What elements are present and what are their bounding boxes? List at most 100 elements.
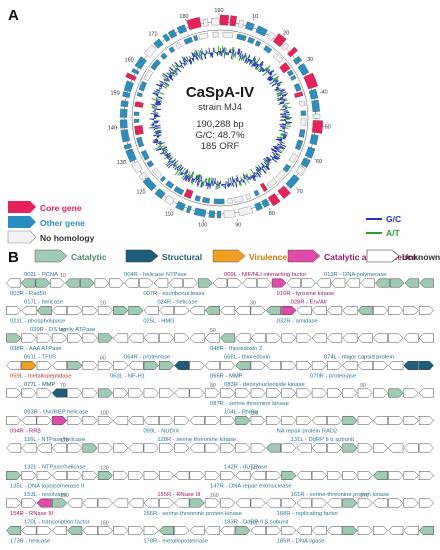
gene-arrow <box>311 306 327 315</box>
gene-label: 093R - Uvr/REP helicase <box>24 410 88 416</box>
gene-arrow <box>373 526 389 535</box>
gene-arrow <box>373 443 389 453</box>
tick-label: 50 <box>325 125 331 131</box>
gene-arrow <box>311 498 327 508</box>
tick-label: 150 <box>111 90 120 96</box>
gene-block <box>295 165 307 176</box>
gene-label: 154R - RNase III <box>10 511 54 517</box>
gene-label: 024R - helicase <box>157 300 197 306</box>
gene-arrow <box>372 333 388 343</box>
gene-arrow <box>51 443 67 453</box>
gene-label: 039R - DS family ATPase <box>30 327 95 333</box>
gene-arrow <box>403 333 419 343</box>
position-number: 90 <box>360 383 366 389</box>
gene-arrow <box>250 333 266 343</box>
gene-arrow <box>311 471 327 480</box>
gene-arrow <box>330 278 346 288</box>
gene-arrow <box>418 526 434 535</box>
gene-arrow <box>296 443 312 453</box>
gene-arrow <box>388 333 404 343</box>
gene-block <box>120 129 130 143</box>
gene-arrow <box>342 361 358 370</box>
tick-label: 130 <box>117 160 126 166</box>
gene-arrow <box>311 361 327 370</box>
gene-arrow <box>296 388 312 398</box>
gene-arrow <box>327 388 343 398</box>
gene-block <box>175 201 186 212</box>
gene-block <box>223 209 236 219</box>
gene-label: 004R - helicase NTPase <box>124 272 187 278</box>
gene-arrow <box>128 388 144 398</box>
gene-arrow <box>257 278 272 288</box>
gene-arrow <box>113 526 129 535</box>
gene-arrow <box>372 471 388 480</box>
gene-arrow <box>220 471 236 480</box>
gene-arrow <box>204 498 220 508</box>
gene-arrow <box>198 278 213 288</box>
tick-label: 60 <box>316 159 322 165</box>
gene-arrow <box>143 361 159 370</box>
gene-block <box>286 69 294 77</box>
gene-arrow <box>242 278 257 288</box>
gene-arrow <box>250 443 266 453</box>
gene-arrow <box>97 498 113 508</box>
position-number: 160 <box>210 493 219 499</box>
gene-arrow <box>220 443 236 453</box>
gene-arrow <box>220 416 236 425</box>
gc-at-legend: G/C A/T <box>366 214 401 238</box>
gene-arrow <box>143 498 159 508</box>
svg-text:Core gene: Core gene <box>40 203 82 213</box>
gene-arrow <box>113 416 129 425</box>
gene-arrow <box>128 443 144 453</box>
gene-arrow <box>266 416 282 425</box>
gene-arrow <box>296 471 312 480</box>
gene-label: 028R - Erv/Alr <box>291 300 327 306</box>
gene-arrow <box>311 443 327 453</box>
gene-arrow <box>113 306 129 315</box>
gene-arrow <box>51 471 67 480</box>
gene-arrow <box>67 361 83 370</box>
gene-arrow <box>21 416 37 425</box>
strain-label: strain MJ4 <box>198 102 242 113</box>
gene-arrow <box>21 443 37 453</box>
gene-arrow <box>174 388 190 398</box>
gene-arrow <box>36 416 52 425</box>
tick-label: 10 <box>252 14 258 20</box>
gene-arrow <box>220 388 236 398</box>
gene-block <box>138 80 148 92</box>
gene-block <box>272 52 284 64</box>
tick-mark <box>170 208 172 211</box>
gene-arrow <box>281 416 297 425</box>
gene-arrow <box>373 388 389 398</box>
panel-b-letter: B <box>8 249 19 266</box>
legend-catalytic: Catalytic <box>34 249 107 263</box>
gene-arrow <box>189 498 205 508</box>
gene-arrow <box>6 278 21 288</box>
gene-block <box>134 125 144 136</box>
gene-block <box>194 195 201 202</box>
gene-block <box>272 33 287 48</box>
gene-label: 038R - AAA ATPase <box>10 346 61 352</box>
gene-arrow <box>6 471 22 480</box>
gene-arrow <box>82 471 98 480</box>
tick-mark <box>143 188 145 190</box>
gene-arrow <box>159 416 175 425</box>
gene-block <box>211 17 220 26</box>
gene-arrow <box>204 388 220 398</box>
gene-arrow <box>36 333 52 343</box>
gene-arrow <box>128 498 144 508</box>
gene-arrow <box>52 333 68 343</box>
position-number: 140 <box>250 466 259 472</box>
tick-label: 30 <box>307 57 313 63</box>
gene-block <box>255 25 268 37</box>
gene-arrow <box>235 333 251 343</box>
gene-arrow <box>296 498 312 508</box>
gene-arrow <box>301 278 316 288</box>
gene-arrow <box>220 498 236 508</box>
gene-label: 065R - MMP <box>210 374 243 380</box>
gene-arrow <box>266 388 282 398</box>
gene-block <box>136 92 143 98</box>
